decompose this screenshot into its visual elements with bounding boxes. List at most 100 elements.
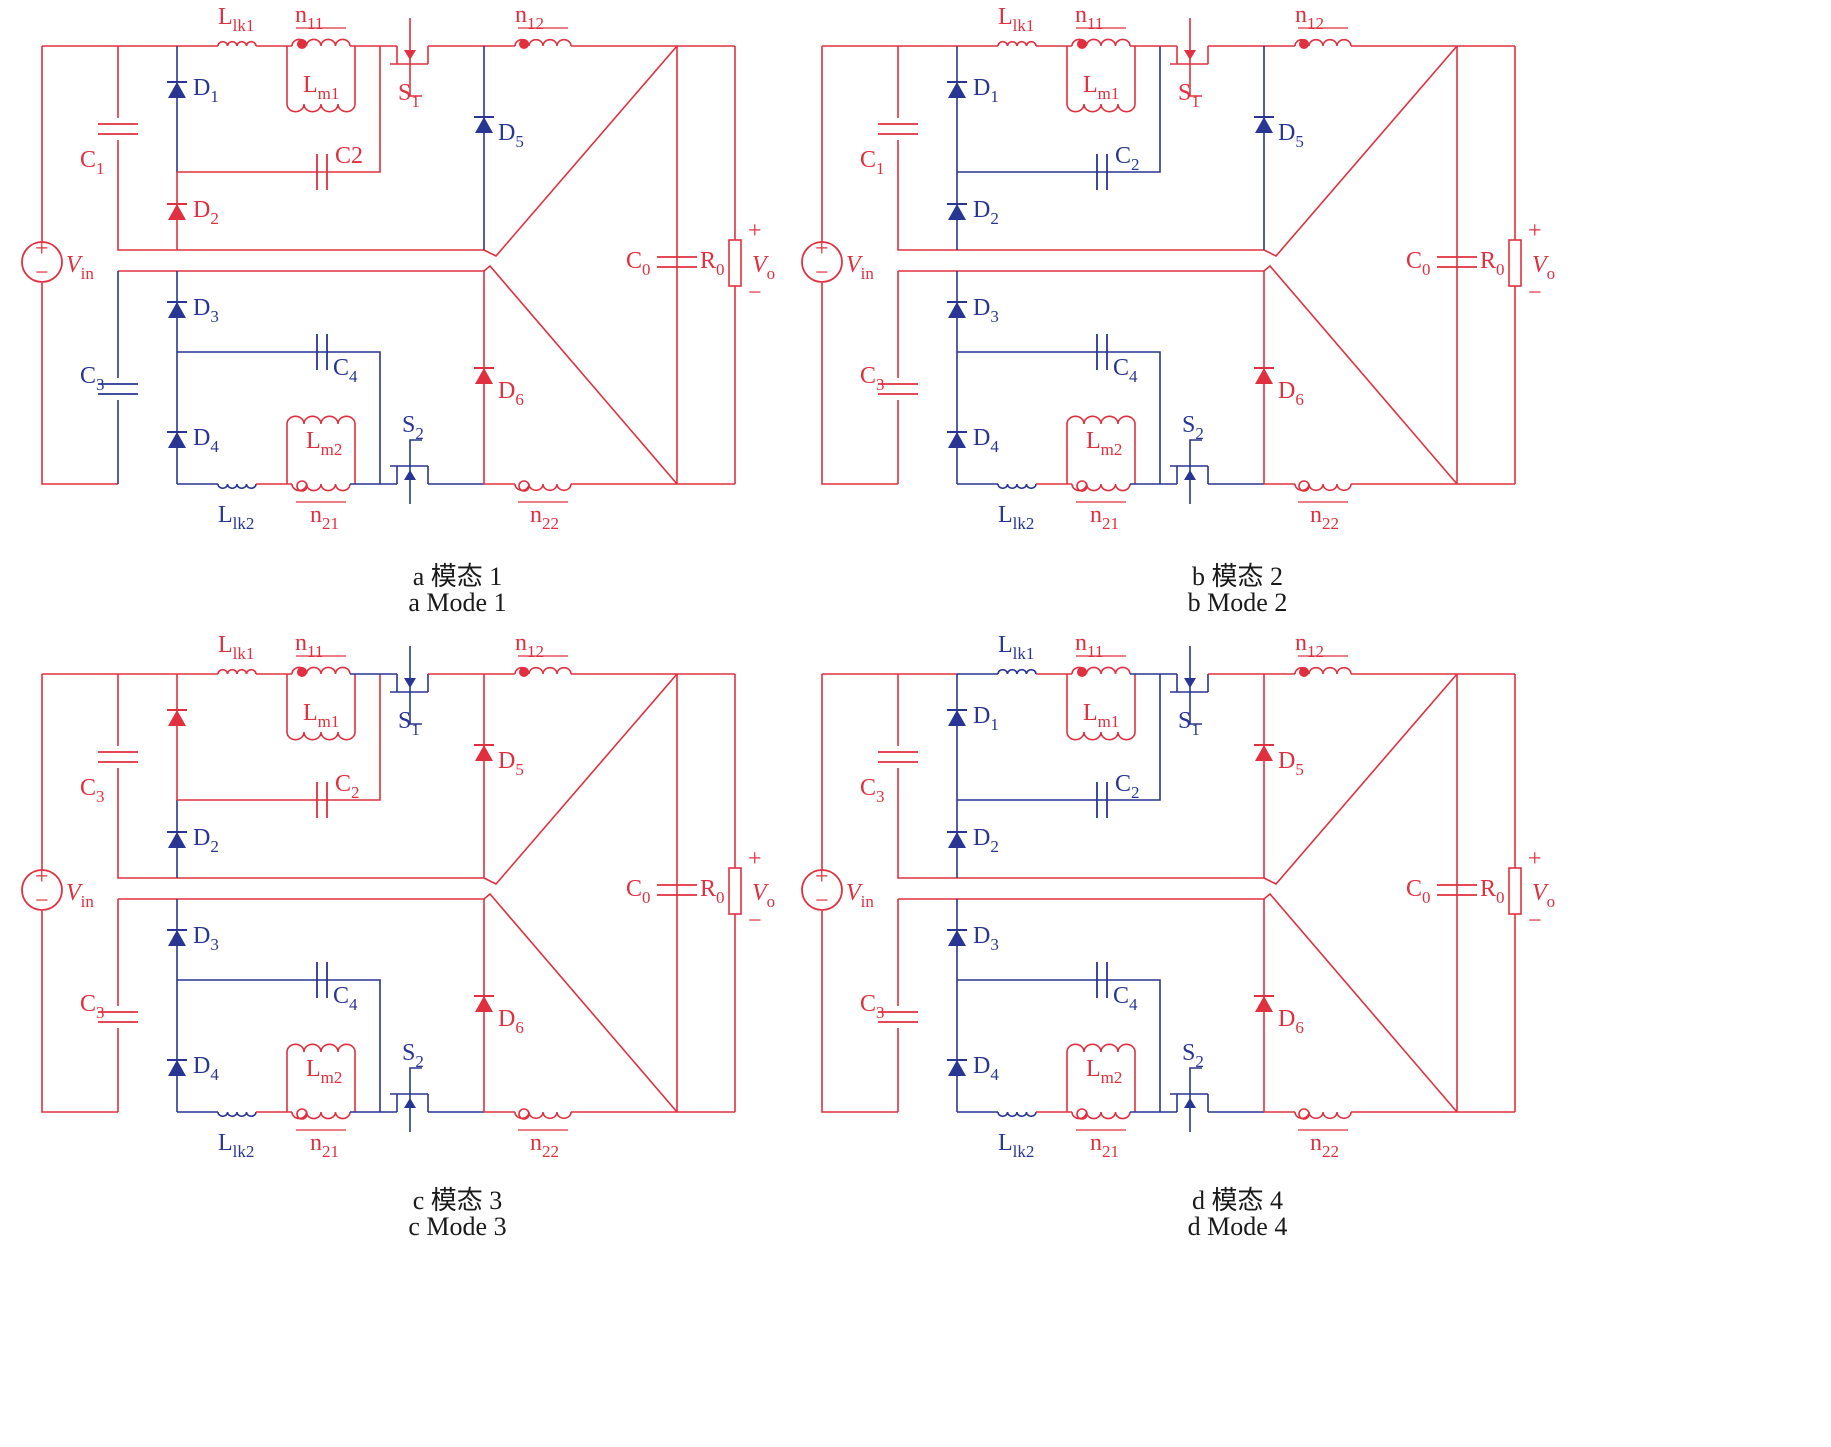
s2-label: S2 [1182, 412, 1204, 443]
n22-label: n22 [530, 1130, 559, 1161]
capacitor-c2 [1096, 154, 1108, 190]
diode-d6 [1254, 367, 1274, 384]
diode-d3 [167, 929, 187, 946]
upper-separator [483, 673, 678, 885]
diode-d2 [167, 831, 187, 848]
n22-label: n22 [530, 502, 559, 533]
n12-label: n12 [1295, 2, 1324, 33]
outer-loop [41, 673, 118, 1113]
llk1-inductor [957, 40, 1037, 47]
diode-d4-label: D4 [973, 425, 999, 456]
lower-separator [118, 264, 678, 485]
resistor-r0 [728, 239, 742, 287]
output-voltage-label: Vo [752, 880, 775, 911]
s1-label: S1 [398, 708, 420, 739]
llk2-inductor [177, 483, 257, 490]
capacitor-c3 [878, 1011, 918, 1023]
n22-label: n22 [1310, 502, 1339, 533]
diode-d4-label: D4 [973, 1053, 999, 1084]
capacitor-c3-label: C3 [860, 363, 885, 394]
capacitor-c4-label: C4 [1113, 355, 1138, 386]
s1-switch [350, 646, 429, 725]
n11-winding [256, 27, 351, 49]
source-minus-sign: − [815, 260, 829, 286]
n11-winding [256, 655, 351, 677]
n21-label: n21 [310, 502, 339, 533]
lower-separator [118, 892, 678, 1113]
resistor-r0 [1508, 867, 1522, 915]
lm2-label: Lm2 [306, 1056, 342, 1087]
n21-winding [256, 1108, 351, 1131]
diode-d2 [947, 831, 967, 848]
capacitor-c3 [878, 383, 918, 395]
diode-d5-label: D5 [1278, 120, 1304, 151]
llk2-label: Llk2 [998, 1130, 1034, 1161]
capacitor-c4-label: C4 [333, 983, 358, 1014]
output-voltage-label: Vo [1532, 880, 1555, 911]
s2-label: S2 [402, 412, 424, 443]
lm1-label: Lm1 [1083, 700, 1119, 731]
diode-d1-label: D1 [193, 75, 219, 106]
c4-wire [177, 351, 381, 484]
lm2-inductor [286, 1043, 356, 1112]
n11-winding [1036, 27, 1131, 49]
output-voltage-label: Vo [752, 252, 775, 283]
capacitor-c0 [657, 884, 697, 896]
source-plus-sign: + [815, 864, 829, 890]
diode-d4-label: D4 [193, 1053, 219, 1084]
output-voltage-label: Vo [1532, 252, 1555, 283]
n12-winding [1208, 27, 1515, 49]
s1-label: S1 [398, 80, 420, 111]
capacitor-c3-label: C3 [860, 991, 885, 1022]
n11-label: n11 [295, 2, 323, 33]
output-stage [676, 46, 742, 484]
s1-label: S1 [1178, 708, 1200, 739]
llk1-inductor [177, 668, 257, 675]
lm1-label: Lm1 [1083, 72, 1119, 103]
lm2-label: Lm2 [1086, 1056, 1122, 1087]
output-minus-sign: − [1528, 280, 1542, 306]
diode-d2-label: D2 [973, 825, 999, 856]
s1-switch [1130, 18, 1209, 97]
lm2-inductor [1066, 1043, 1136, 1112]
resistor-r0-label: R0 [700, 248, 725, 279]
diode-d5 [1254, 744, 1274, 761]
diode-d1-label: D1 [973, 75, 999, 106]
llk2-inductor [957, 483, 1037, 490]
upper-left-wire [117, 673, 484, 879]
diode-d6-label: D6 [498, 378, 524, 409]
diode-d2-label: D2 [193, 825, 219, 856]
capacitor-c2-label: C2 [335, 771, 360, 802]
source-label: Vin [66, 252, 94, 283]
diode-d6 [1254, 995, 1274, 1012]
upper-separator [1263, 45, 1458, 257]
diode-d3-label: D3 [973, 923, 999, 954]
diode-d3 [167, 301, 187, 318]
capacitor-c4 [1096, 334, 1108, 370]
caption-en: a Mode 1 [408, 588, 507, 617]
diode-d3-label: D3 [193, 923, 219, 954]
diode-d6-label: D6 [498, 1006, 524, 1037]
diode-d4 [947, 1059, 967, 1076]
capacitor-c1 [98, 123, 138, 135]
c4-wire [957, 979, 1161, 1112]
llk1-label: Llk1 [218, 632, 254, 663]
lower-separator [898, 264, 1458, 485]
capacitor-c2-label: C2 [335, 143, 363, 169]
capacitor-c0-label: C0 [626, 876, 651, 907]
lm1-label: Lm1 [303, 72, 339, 103]
upper-separator [483, 45, 678, 257]
capacitor-c0 [1437, 256, 1477, 268]
diode-d4-label: D4 [193, 425, 219, 456]
diode-d6 [474, 995, 494, 1012]
output-stage [676, 674, 742, 1112]
n22-winding [484, 480, 735, 503]
n12-winding [428, 27, 735, 49]
s2-switch [1130, 439, 1264, 504]
lm1-label: Lm1 [303, 700, 339, 731]
source-minus-sign: − [35, 888, 49, 914]
